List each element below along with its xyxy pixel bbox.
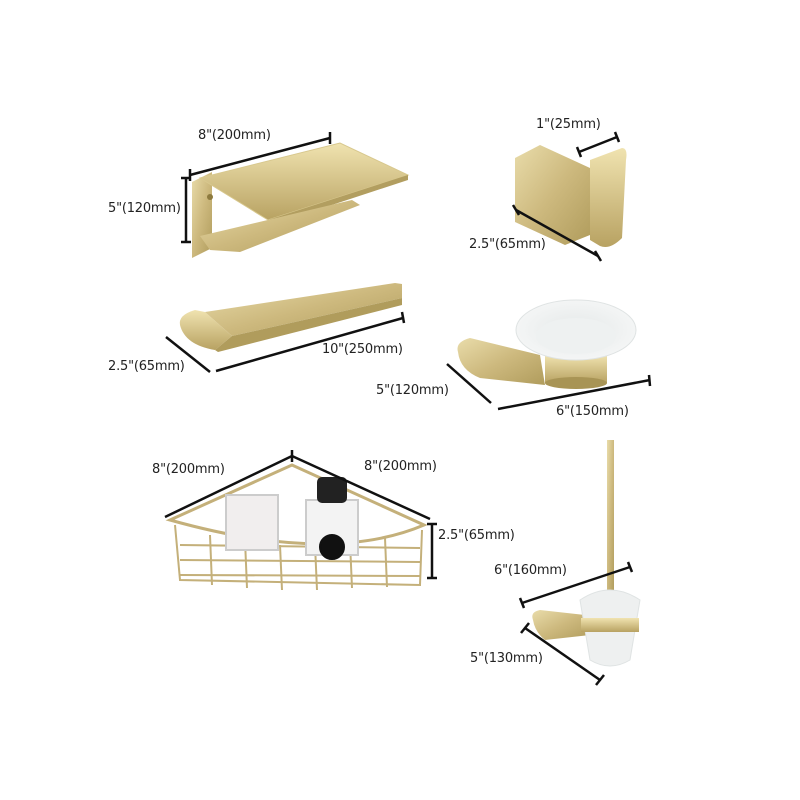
towel-bar — [165, 283, 406, 373]
tp-holder-width-label: 8"(200mm) — [198, 128, 271, 143]
towel-bar-length-label: 10"(250mm) — [322, 342, 403, 357]
toilet-brush-holder — [518, 440, 641, 686]
basket-dimension-lines — [164, 450, 437, 580]
corner-shower-basket — [165, 463, 428, 591]
brush-width-label: 6"(160mm) — [494, 563, 567, 578]
towel-bar-depth-label: 2.5"(65mm) — [108, 359, 185, 374]
toilet-paper-holder — [181, 132, 410, 258]
robe-hook — [511, 131, 627, 262]
soap-dish — [446, 299, 652, 411]
basket-right-label: 8"(200mm) — [364, 459, 437, 474]
soap-dish-length-label: 6"(150mm) — [556, 404, 629, 419]
tp-holder-height-label: 5"(120mm) — [108, 201, 181, 216]
basket-left-label: 8"(200mm) — [152, 462, 225, 477]
hook-length-label: 2.5"(65mm) — [469, 237, 546, 252]
basket-height-label: 2.5"(65mm) — [438, 528, 515, 543]
brush-depth-label: 5"(130mm) — [470, 651, 543, 666]
soap-dish-depth-label: 5"(120mm) — [376, 383, 449, 398]
hook-depth-label: 1"(25mm) — [536, 117, 601, 132]
